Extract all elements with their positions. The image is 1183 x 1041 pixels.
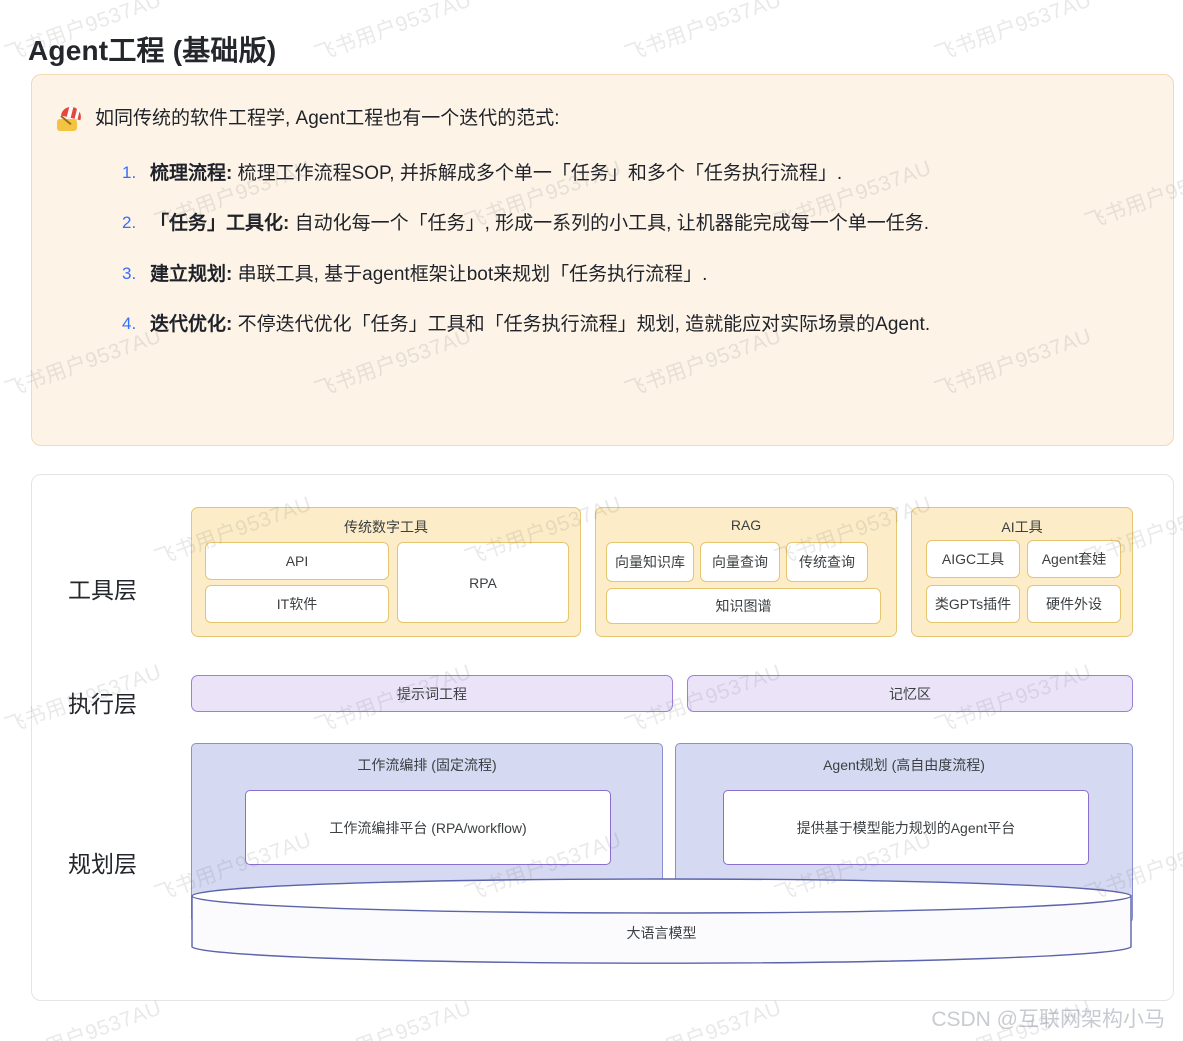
list-item: 3. 建立规划: 串联工具, 基于agent框架让bot来规划「任务执行流程」.	[122, 260, 1133, 289]
list-item-text: 建立规划: 串联工具, 基于agent框架让bot来规划「任务执行流程」.	[150, 260, 1133, 289]
tool-chip-aigc[interactable]: AIGC工具	[926, 540, 1020, 578]
list-item-rest: 梳理工作流程SOP, 并拆解成多个单一「任务」和多个「任务执行流程」.	[232, 163, 843, 184]
tool-group-title: AI工具	[1001, 519, 1043, 535]
exec-box-memory[interactable]: 记忆区	[687, 675, 1133, 712]
list-item: 4. 迭代优化: 不停迭代优化「任务」工具和「任务执行流程」规划, 造就能应对实…	[122, 310, 1133, 339]
list-item-number: 1.	[122, 163, 137, 182]
footer-credit: CSDN @互联网架构小马	[931, 1008, 1165, 1031]
layer-label-plan: 规划层	[68, 851, 137, 877]
tool-group-rag: RAG 向量知识库 向量查询 传统查询 知识图谱	[595, 507, 897, 637]
list-item-bold: 「任务」工具化:	[150, 213, 290, 235]
list-item-number: 4.	[122, 314, 137, 334]
watermark-text: 飞书用户9537AU	[0, 492, 5, 571]
tool-chip-agent-nesting[interactable]: Agent套娃	[1027, 540, 1121, 578]
watermark-text: 飞书用户9537AU	[621, 0, 785, 67]
plan-group-title: Agent规划 (高自由度流程)	[823, 757, 985, 773]
list-item-bold: 迭代优化:	[150, 314, 233, 336]
tool-group-title: 传统数字工具	[344, 519, 428, 535]
list-item-text: 迭代优化: 不停迭代优化「任务」工具和「任务执行流程」规划, 造就能应对实际场景…	[150, 310, 1133, 339]
list-item-number: 3.	[122, 263, 137, 283]
plan-inner-workflow-platform[interactable]: 工作流编排平台 (RPA/workflow)	[245, 790, 611, 865]
page-title: Agent工程 (基础版)	[28, 34, 277, 66]
list-item-rest: 自动化每一个「任务」, 形成一系列的小工具, 让机器能完成每一个单一任务.	[289, 213, 930, 235]
callout-steps-list: 1. 梳理流程: 梳理工作流程SOP, 并拆解成多个单一「任务」和多个「任务执行…	[122, 159, 1133, 340]
tool-chip-rpa[interactable]: RPA	[397, 542, 569, 623]
tool-chip-traditional-query[interactable]: 传统查询	[786, 542, 868, 582]
llm-cylinder: 大语言模型	[191, 878, 1132, 965]
list-item-text: 梳理流程: 梳理工作流程SOP, 并拆解成多个单一「任务」和多个「任务执行流程」…	[150, 159, 1133, 188]
watermark-text: 飞书用户9537AU	[931, 0, 1095, 67]
watermark-text: 飞书用户9537AU	[0, 828, 5, 907]
tool-chip-knowledge-graph[interactable]: 知识图谱	[606, 588, 881, 624]
tool-chip-api[interactable]: API	[205, 542, 389, 580]
cylinder-shape-icon	[191, 878, 1132, 964]
layer-label-tool: 工具层	[68, 577, 137, 603]
tool-group-ai: AI工具 AIGC工具 Agent套娃 类GPTs插件 硬件外设	[911, 507, 1133, 637]
exec-box-prompt-engineering[interactable]: 提示词工程	[191, 675, 673, 712]
watermark-text: 飞书用户9537AU	[311, 0, 475, 67]
list-item-text: 「任务」工具化: 自动化每一个「任务」, 形成一系列的小工具, 让机器能完成每一…	[150, 209, 1133, 238]
callout-panel: 如同传统的软件工程学, Agent工程也有一个迭代的范式: 1. 梳理流程: 梳…	[31, 74, 1174, 446]
tool-chip-hardware[interactable]: 硬件外设	[1027, 585, 1121, 623]
list-item: 2. 「任务」工具化: 自动化每一个「任务」, 形成一系列的小工具, 让机器能完…	[122, 209, 1133, 238]
list-item-bold: 梳理流程:	[150, 163, 233, 184]
tool-chip-vector-query[interactable]: 向量查询	[700, 542, 780, 582]
architecture-diagram-panel: 工具层 执行层 规划层 传统数字工具 API IT软件 RPA RAG 向量知识…	[31, 474, 1174, 1001]
plan-inner-agent-platform[interactable]: 提供基于模型能力规划的Agent平台	[723, 790, 1089, 865]
plan-group-title: 工作流编排 (固定流程)	[357, 757, 497, 773]
tool-chip-vector-kb[interactable]: 向量知识库	[606, 542, 694, 582]
list-item-rest: 串联工具, 基于agent框架让bot来规划「任务执行流程」.	[232, 263, 708, 285]
tool-group-title: RAG	[730, 517, 762, 533]
layer-label-exec: 执行层	[68, 691, 137, 717]
watermark-text: 飞书用户9537AU	[0, 156, 5, 235]
list-item: 1. 梳理流程: 梳理工作流程SOP, 并拆解成多个单一「任务」和多个「任务执行…	[122, 159, 1133, 188]
list-item-number: 2.	[122, 213, 137, 233]
callout-header: 如同传统的软件工程学, Agent工程也有一个迭代的范式:	[57, 104, 560, 134]
list-item-rest: 不停迭代优化「任务」工具和「任务执行流程」规划, 造就能应对实际场景的Agent…	[232, 314, 931, 336]
tool-chip-it-software[interactable]: IT软件	[205, 585, 389, 623]
callout-lead-text: 如同传统的软件工程学, Agent工程也有一个迭代的范式:	[95, 108, 560, 129]
list-item-bold: 建立规划:	[150, 263, 233, 285]
tool-group-traditional: 传统数字工具 API IT软件 RPA	[191, 507, 581, 637]
tool-chip-gpts-plugin[interactable]: 类GPTs插件	[926, 585, 1020, 623]
beach-umbrella-icon	[57, 104, 84, 133]
llm-cylinder-label: 大语言模型	[626, 925, 697, 941]
